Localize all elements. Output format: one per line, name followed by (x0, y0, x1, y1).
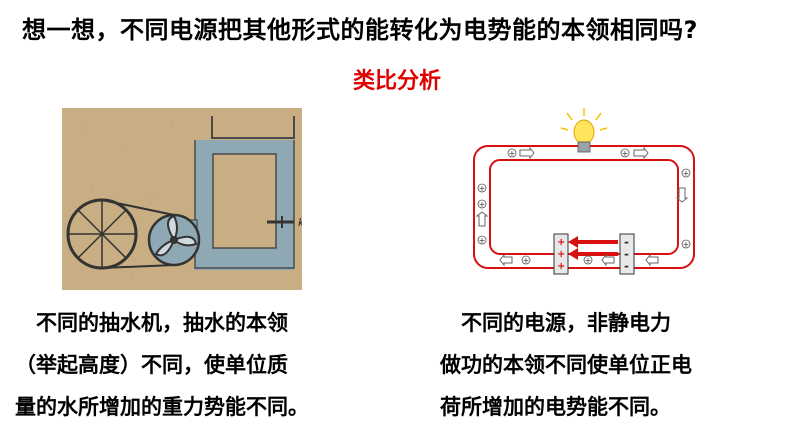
source-text-line: 荷所增加的电势能不同。 (440, 395, 671, 419)
svg-text:+: + (509, 149, 516, 158)
pump-text-line: 量的水所增加的重力势能不同。 (15, 395, 309, 419)
water-pump-figure: k (62, 108, 305, 290)
svg-text:+: + (585, 256, 592, 265)
svg-text:-: - (624, 259, 629, 273)
svg-text:+: + (523, 256, 530, 265)
svg-text:-: - (624, 247, 629, 261)
svg-text:+: + (683, 169, 690, 178)
svg-text:+: + (479, 200, 486, 209)
pump-text-line: （举起高度）不同，使单位质 (15, 353, 288, 377)
source-explanation: 不同的电源，非静电力 做功的本领不同使单位正电 荷所增加的电势能不同。 (440, 302, 790, 428)
svg-text:+: + (683, 240, 690, 249)
valve-label: k (298, 216, 302, 229)
svg-text:+: + (557, 249, 565, 260)
svg-text:+: + (479, 236, 486, 245)
svg-text:+: + (622, 149, 629, 158)
svg-text:+: + (557, 261, 565, 272)
svg-text:-: - (624, 235, 629, 249)
source-text-line: 不同的电源，非静电力 (440, 311, 671, 335)
pump-text-line: 不同的抽水机，抽水的本领 (15, 311, 288, 335)
page-title: 想一想，不同电源把其他形式的能转化为电势能的本领相同吗? (22, 16, 698, 44)
light-bulb-icon (560, 108, 608, 153)
section-subtitle: 类比分析 (352, 69, 441, 94)
pump-explanation: 不同的抽水机，抽水的本领 （举起高度）不同，使单位质 量的水所增加的重力势能不同… (15, 302, 395, 428)
source-text-line: 做功的本领不同使单位正电 (440, 353, 692, 377)
svg-text:+: + (479, 184, 486, 193)
circuit-figure: +++ --- +++ +++ +++ (462, 108, 712, 278)
svg-text:+: + (557, 237, 565, 248)
